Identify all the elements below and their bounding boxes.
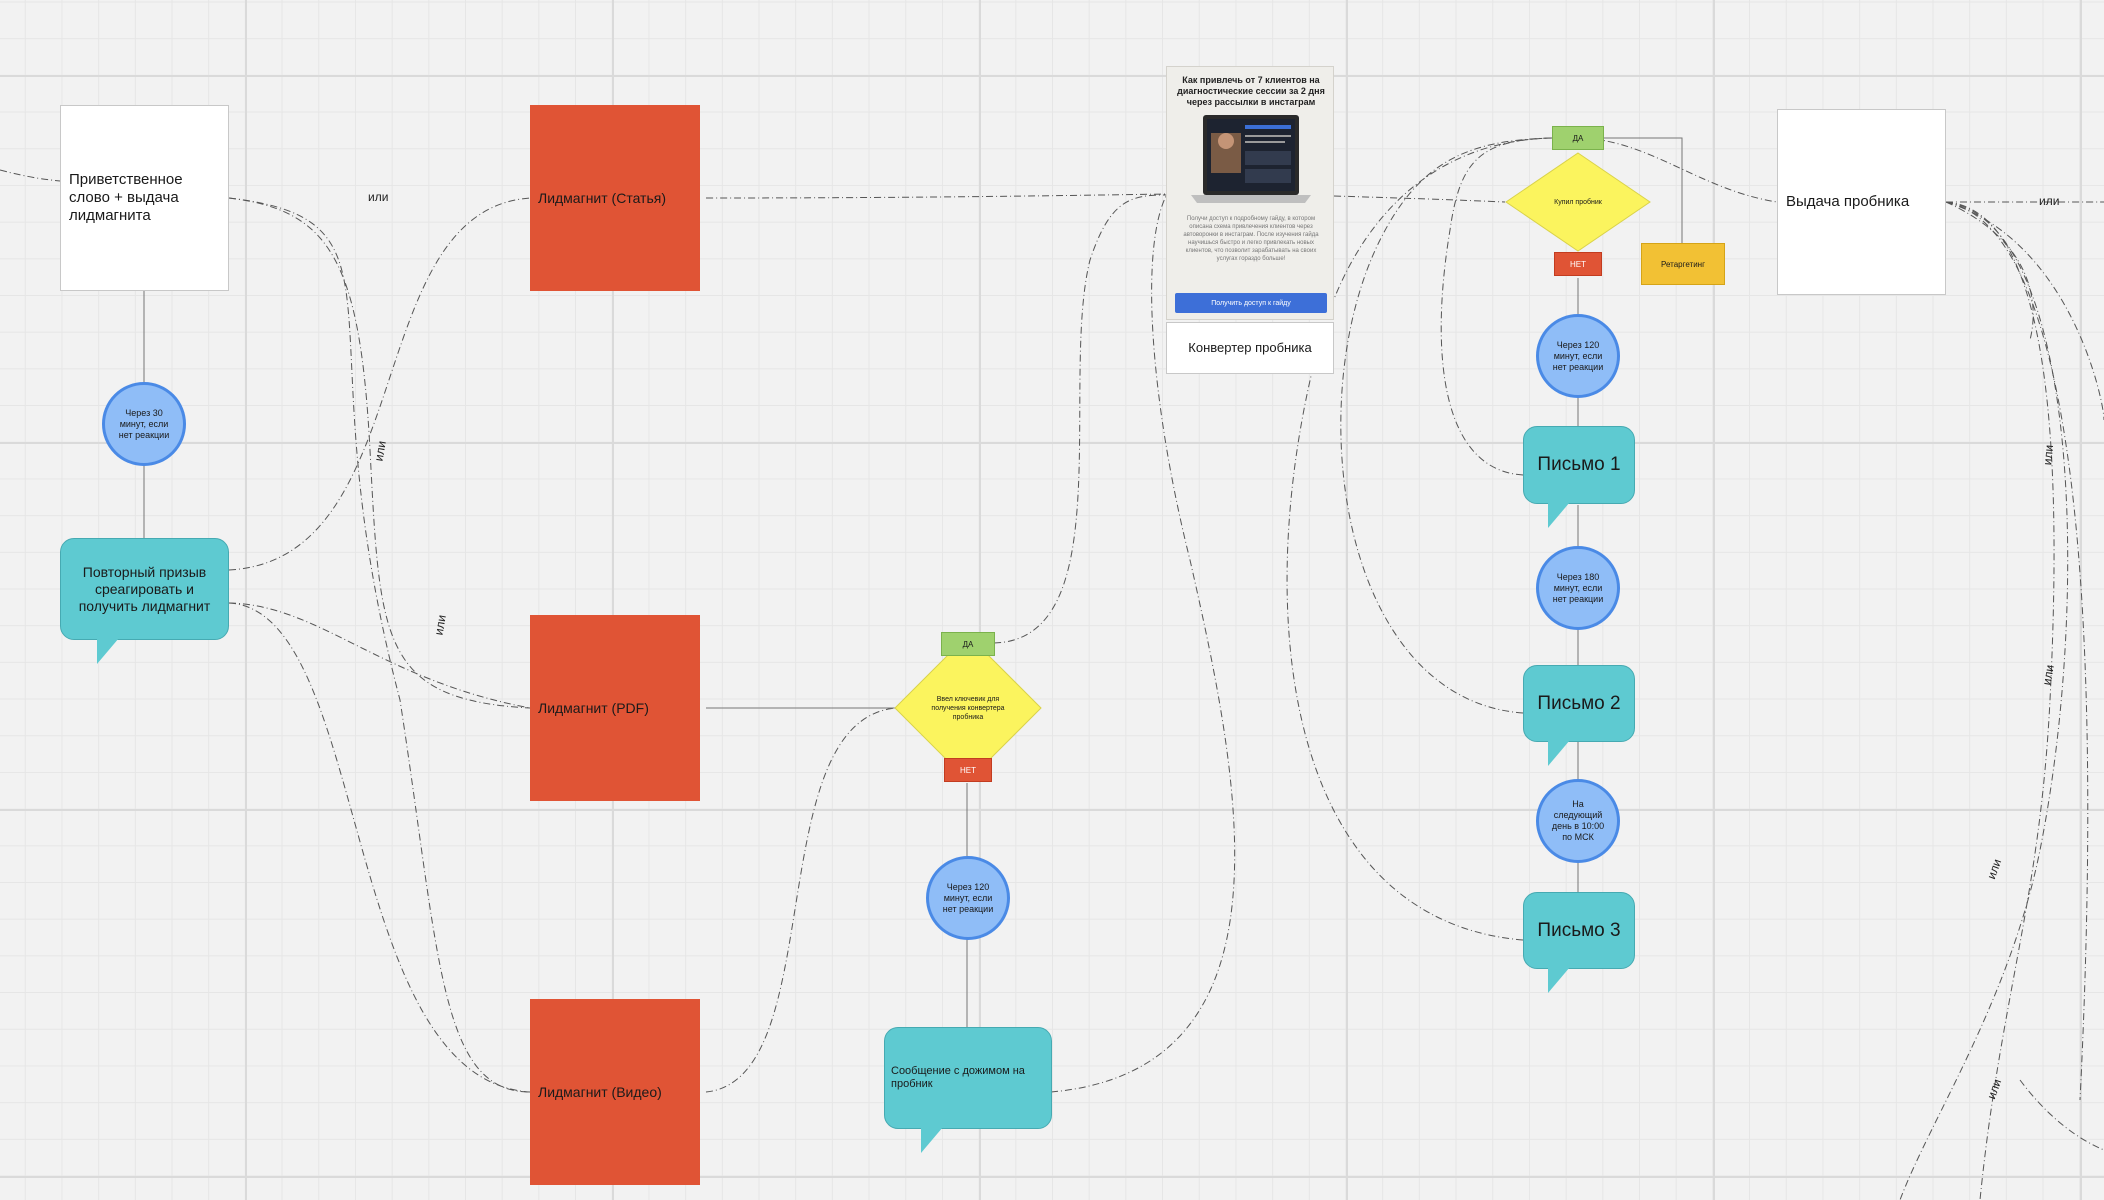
no-tag[interactable]: НЕТ	[1554, 252, 1602, 276]
wait-30-circle[interactable]: Через 30 минут, если нет реакции	[102, 382, 186, 466]
push-message-text: Сообщение с дожимом на пробник	[891, 1065, 1025, 1090]
connector	[228, 197, 531, 709]
lead-magnet-pdf[interactable]: Лидмагнит (PDF)	[530, 615, 700, 801]
bubble-tail	[97, 638, 119, 664]
next-day-circle[interactable]: На следующий день в 10:00 по МСК	[1536, 779, 1620, 863]
wait-30-text: Через 30 минут, если нет реакции	[118, 407, 170, 440]
letter-2-bubble[interactable]: Письмо 2	[1523, 665, 1635, 766]
card-body: Получи доступ к подробному гайду, в кото…	[1183, 216, 1319, 262]
lead-magnet-pdf-text: Лидмагнит (PDF)	[538, 700, 649, 716]
or-label: или	[2040, 444, 2057, 466]
laptop-image	[1191, 115, 1311, 203]
letter-2-text: Письмо 2	[1537, 692, 1621, 714]
issue-trial-box[interactable]: Выдача пробника	[1777, 109, 1946, 295]
bought-diamond	[1505, 152, 1651, 252]
lead-magnet-video-text: Лидмагнит (Видео)	[538, 1084, 662, 1100]
wait-120-circle[interactable]: Через 120 минут, если нет реакции	[926, 856, 1010, 940]
connector	[1945, 201, 2034, 341]
bubble-tail	[1548, 967, 1570, 993]
bubble-tail	[1548, 502, 1570, 528]
letter-3-bubble[interactable]: Письмо 3	[1523, 892, 1635, 993]
letter-3-text: Письмо 3	[1537, 919, 1621, 941]
yes-tag-text: ДА	[962, 639, 974, 649]
yes-tag[interactable]: ДА	[941, 632, 995, 656]
lead-magnet-article[interactable]: Лидмагнит (Статья)	[530, 105, 700, 291]
wait-180-circle[interactable]: Через 180 минут, если нет реакции	[1536, 546, 1620, 630]
repeat-call-bubble[interactable]: Повторный призыв среагировать и получить…	[60, 538, 229, 664]
no-tag[interactable]: НЕТ	[944, 758, 992, 782]
card-cta-text: Получить доступ к гайду	[1211, 299, 1291, 307]
next-day-text: На следующий день в 10:00 по МСК	[1551, 799, 1605, 842]
connector	[1945, 201, 2055, 1200]
welcome-text: Приветственное слово + выдача лидмагнита	[69, 171, 183, 224]
letter-1-bubble[interactable]: Письмо 1	[1523, 426, 1635, 528]
connector	[228, 197, 531, 1093]
no-tag-text: НЕТ	[960, 765, 976, 775]
keyword-question-text: Ввел ключевик для получения конвертера п…	[931, 695, 1005, 721]
connector	[1333, 195, 1506, 203]
connector	[0, 169, 61, 182]
lead-magnet-video[interactable]: Лидмагнит (Видео)	[530, 999, 700, 1185]
connector	[1945, 201, 2104, 421]
connector	[1340, 137, 1553, 714]
converter-label-box[interactable]: Конвертер пробника	[1166, 322, 1334, 374]
card-title: Как привлечь от 7 клиентов на диагностич…	[1177, 75, 1325, 107]
converter-card[interactable]: Как привлечь от 7 клиентов на диагностич…	[1166, 66, 1334, 320]
issue-trial-text: Выдача пробника	[1786, 193, 1910, 210]
welcome-box[interactable]: Приветственное слово + выдача лидмагнита	[60, 105, 229, 291]
connector	[1579, 137, 1778, 203]
wait-120-circle[interactable]: Через 120 минут, если нет реакции	[1536, 314, 1620, 398]
connector	[1440, 137, 1553, 476]
connector	[1945, 201, 2089, 1101]
bought-question-text: Купил пробник	[1554, 198, 1602, 206]
connector	[1604, 137, 1683, 243]
connector	[1286, 137, 1553, 941]
connector	[1050, 195, 1236, 1093]
connector	[228, 602, 531, 709]
connector	[705, 193, 1167, 199]
retargeting-text: Ретаргетинг	[1660, 259, 1706, 269]
wait-180-text: Через 180 минут, если нет реакции	[1552, 571, 1604, 604]
wait-120-text: Через 120 минут, если нет реакции	[1552, 339, 1604, 372]
connector	[705, 707, 897, 1093]
or-label: или	[368, 190, 389, 204]
or-label: или	[2039, 194, 2060, 208]
card-cta-button[interactable]: Получить доступ к гайду	[1175, 293, 1327, 313]
wait-120-text: Через 120 минут, если нет реакции	[942, 881, 994, 914]
bubble-tail	[1548, 740, 1570, 766]
lead-magnet-article-text: Лидмагнит (Статья)	[538, 190, 667, 206]
push-message-bubble[interactable]: Сообщение с дожимом на пробник	[884, 1027, 1052, 1153]
connector	[228, 602, 531, 1093]
connector	[228, 197, 531, 571]
connector	[993, 194, 1167, 644]
yes-tag[interactable]: ДА	[1552, 126, 1604, 150]
letter-1-text: Письмо 1	[1537, 454, 1621, 475]
no-tag-text: НЕТ	[1570, 259, 1586, 269]
yes-tag-text: ДА	[1572, 133, 1584, 143]
connector	[1899, 201, 2069, 1200]
bubble-tail	[921, 1127, 943, 1153]
retargeting-tag[interactable]: Ретаргетинг	[1641, 243, 1725, 285]
converter-label-text: Конвертер пробника	[1188, 340, 1312, 355]
connector	[2019, 1079, 2104, 1151]
repeat-call-text: Повторный призыв среагировать и получить…	[78, 563, 211, 614]
